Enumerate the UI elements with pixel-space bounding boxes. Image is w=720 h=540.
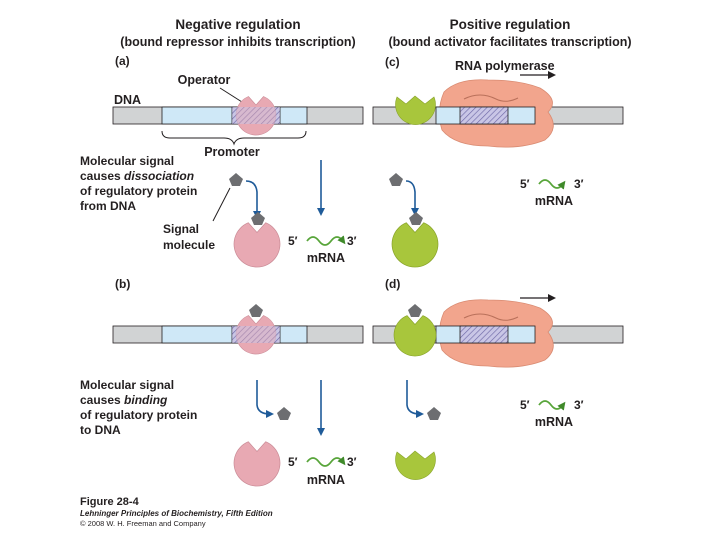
negative-regulation-title: Negative regulation bbox=[175, 17, 300, 32]
mrna-label-d: mRNA bbox=[535, 415, 573, 429]
signal-leader-line bbox=[212, 187, 231, 222]
release-arrow-b bbox=[256, 380, 274, 418]
promoter-bracket bbox=[161, 130, 307, 146]
free-repressor-b bbox=[233, 441, 281, 487]
mrna-3prime-c: 3′ bbox=[574, 177, 584, 191]
operator-label: Operator bbox=[178, 73, 231, 87]
copyright-notice: © 2008 W. H. Freeman and Company bbox=[80, 519, 206, 528]
positive-regulation-subtitle: (bound activator facilitates transcripti… bbox=[388, 35, 631, 49]
panel-b: Molecular signal causes binding of regul… bbox=[80, 304, 364, 487]
mrna-strand-b bbox=[306, 456, 346, 467]
panel-c-label: (c) bbox=[385, 55, 400, 69]
signal-label-line1: Signal bbox=[163, 222, 199, 236]
mrna-5prime-c: 5′ bbox=[520, 177, 530, 191]
panel-a: Operator DNA Promoter Molecular signal c… bbox=[80, 73, 364, 268]
panel-d-label: (d) bbox=[385, 277, 400, 291]
mrna-strand-d bbox=[538, 400, 566, 411]
negative-regulation-subtitle: (bound repressor inhibits transcription) bbox=[120, 35, 355, 49]
released-signal-d bbox=[427, 407, 441, 420]
caption-binding-line2: causes binding bbox=[80, 393, 168, 407]
free-activator-d bbox=[395, 450, 436, 480]
caption-binding-line3: of regulatory protein bbox=[80, 408, 197, 422]
mrna-3prime-b: 3′ bbox=[347, 455, 357, 469]
panel-c: RNA polymerase 5′ 3′ mRNA bbox=[372, 59, 624, 268]
caption-dissociation-line2: causes dissociation bbox=[80, 169, 194, 183]
mrna-5prime-d: 5′ bbox=[520, 398, 530, 412]
mrna-strand-c bbox=[538, 179, 566, 190]
caption-dissociation-line3: of regulatory protein bbox=[80, 184, 197, 198]
panel-d: 5′ 3′ mRNA bbox=[372, 294, 624, 480]
panel-a-label: (a) bbox=[115, 54, 130, 68]
dna-label: DNA bbox=[114, 93, 141, 107]
positive-regulation-title: Positive regulation bbox=[450, 17, 571, 32]
signal-on-activator-c bbox=[409, 212, 423, 225]
binding-arrow-c bbox=[405, 180, 419, 216]
binding-site-c bbox=[459, 106, 509, 125]
figure-number: Figure 28-4 bbox=[80, 496, 140, 508]
free-signal-molecule-c bbox=[389, 173, 403, 186]
rna-polymerase-label: RNA polymerase bbox=[455, 59, 555, 73]
mrna-3prime-d: 3′ bbox=[574, 398, 584, 412]
binding-site-d bbox=[459, 325, 509, 344]
caption-binding-line1: Molecular signal bbox=[80, 378, 174, 392]
mrna-5prime-b: 5′ bbox=[288, 455, 298, 469]
release-arrow-d bbox=[406, 380, 424, 418]
polymerase-groove-d bbox=[463, 313, 519, 321]
operator-leader-line bbox=[219, 87, 243, 103]
mrna-label-b: mRNA bbox=[307, 473, 345, 487]
caption-dissociation-line1: Molecular signal bbox=[80, 154, 174, 168]
mrna-label-a: mRNA bbox=[307, 251, 345, 265]
mrna-3prime-a: 3′ bbox=[347, 234, 357, 248]
polymerase-groove bbox=[463, 94, 519, 102]
mrna-5prime-a: 5′ bbox=[288, 234, 298, 248]
caption-dissociation-line4: from DNA bbox=[80, 199, 136, 213]
dissociation-arrow bbox=[245, 180, 261, 219]
released-signal-b bbox=[277, 407, 291, 420]
free-signal-molecule bbox=[229, 173, 243, 186]
signal-on-repressor-b bbox=[249, 304, 263, 317]
book-title: Lehninger Principles of Biochemistry, Fi… bbox=[80, 509, 273, 518]
caption-binding-line4: to DNA bbox=[80, 423, 121, 437]
activator-with-signal-c bbox=[391, 222, 439, 268]
promoter-label: Promoter bbox=[204, 145, 260, 159]
signal-label-line2: molecule bbox=[163, 238, 215, 252]
activator-unbound-c bbox=[395, 95, 436, 125]
panel-b-label: (b) bbox=[115, 277, 130, 291]
bound-activator-d bbox=[393, 315, 437, 357]
signal-on-activator-d bbox=[408, 304, 422, 317]
signal-on-repressor bbox=[251, 212, 265, 225]
released-repressor bbox=[233, 222, 281, 268]
mrna-strand-a bbox=[306, 235, 346, 246]
mrna-label-c: mRNA bbox=[535, 194, 573, 208]
